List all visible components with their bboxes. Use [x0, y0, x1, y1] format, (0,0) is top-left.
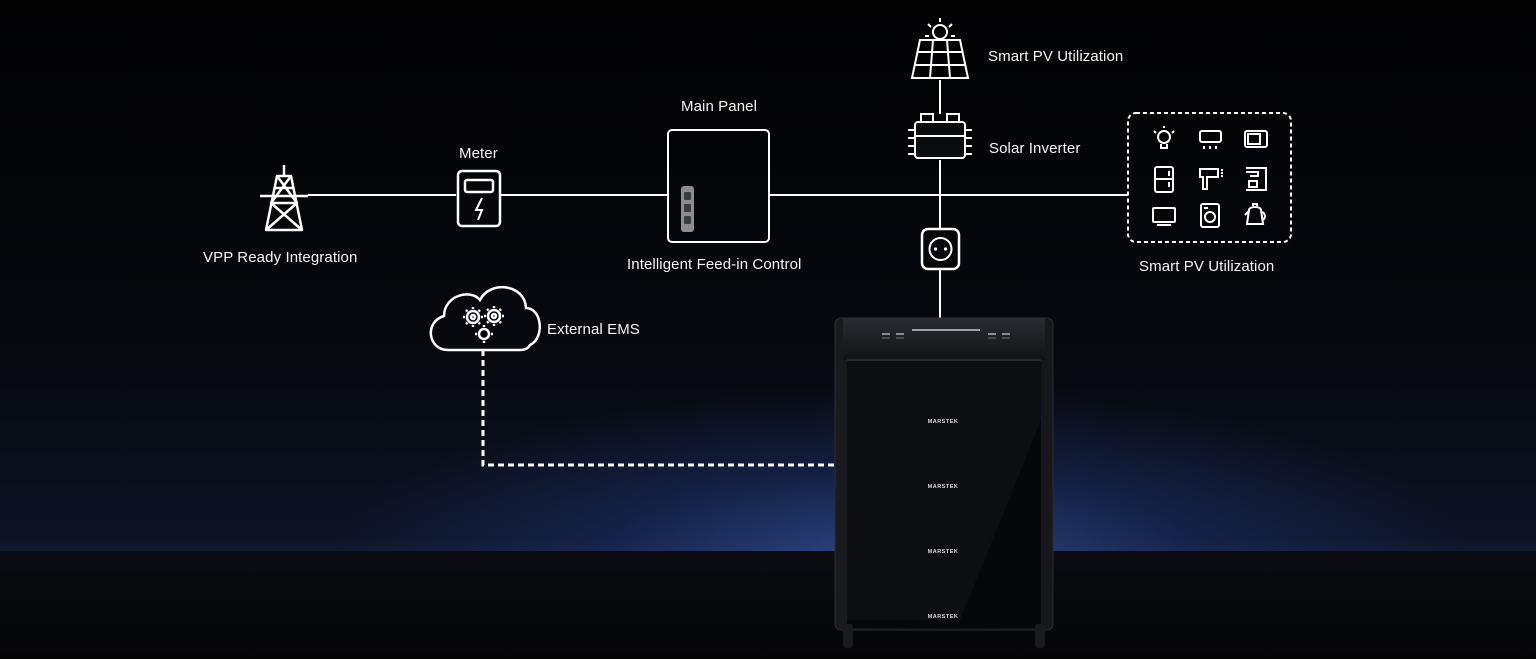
connection-lines [308, 80, 1128, 467]
electric-meter-icon [456, 169, 502, 228]
label-ems: External EMS [547, 321, 640, 338]
air-conditioner-icon [1199, 130, 1222, 149]
kettle-icon [1244, 203, 1266, 225]
cloud-gears-icon [429, 286, 541, 352]
label-solar-inverter: Solar Inverter [989, 140, 1081, 157]
microwave-icon [1244, 130, 1268, 148]
label-meter: Meter [459, 145, 498, 162]
label-main-panel: Main Panel [681, 98, 758, 115]
label-pv: Smart PV Utilization [988, 48, 1124, 65]
brand-mark-4: MARSTEK [928, 614, 959, 620]
washing-machine-icon [1200, 203, 1220, 228]
solar-panel-icon [910, 18, 970, 79]
power-socket-icon [920, 227, 961, 271]
television-icon [1152, 207, 1176, 226]
label-loads: Smart PV Utilization [1139, 258, 1275, 275]
appliances-panel [1127, 112, 1292, 243]
light-bulb-icon [1153, 126, 1175, 149]
floor [0, 551, 1536, 659]
micro-inverter-icon [908, 113, 972, 159]
refrigerator-icon [1154, 166, 1174, 193]
battery-stack [834, 317, 1054, 648]
coffee-machine-icon [1246, 167, 1267, 191]
line-ems-battery [481, 350, 835, 467]
label-grid: VPP Ready Integration [203, 249, 358, 266]
label-feed-in-control: Intelligent Feed-in Control [627, 256, 802, 273]
breaker-panel-icon [667, 129, 770, 243]
brand-mark-2: MARSTEK [928, 484, 959, 490]
battery-brand-marks: MARSTEK MARSTEK MARSTEK MARSTEK [928, 419, 959, 620]
brand-mark-1: MARSTEK [928, 419, 959, 425]
brand-mark-3: MARSTEK [928, 549, 959, 555]
hair-dryer-icon [1199, 168, 1223, 190]
power-tower-icon [260, 165, 308, 232]
